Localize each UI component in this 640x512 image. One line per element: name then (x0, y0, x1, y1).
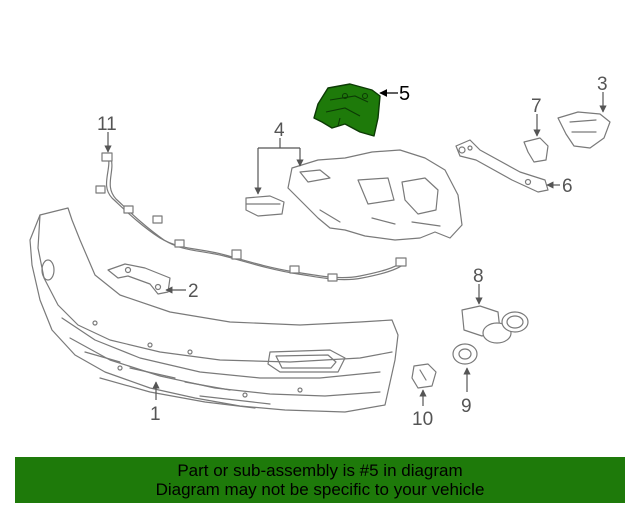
banner-line-disclaimer: Diagram may not be specific to your vehi… (155, 480, 485, 499)
callout-7: 7 (531, 96, 542, 117)
parts-diagram: 1 2 3 4 5 6 7 8 9 10 11 (29, 74, 611, 430)
clip-part-7 (523, 137, 549, 163)
callout-6: 6 (562, 176, 573, 197)
bumper-cover-part (29, 207, 399, 413)
bracket-part-2 (107, 263, 171, 295)
sensor-part-8 (461, 305, 529, 344)
callout-11: 11 (97, 114, 117, 135)
retainer-part-10 (411, 363, 437, 389)
callout-4: 4 (274, 120, 285, 141)
callout-8: 8 (473, 266, 484, 287)
grommet-part-9 (452, 343, 478, 365)
callout-9: 9 (461, 396, 472, 417)
callout-1: 1 (150, 404, 161, 425)
banner-line-part-number: Part or sub-assembly is #5 in diagram (177, 461, 463, 480)
callout-10: 10 (412, 409, 433, 430)
bracket-assembly-part-4 (245, 149, 463, 241)
info-banner: Part or sub-assembly is #5 in diagram Di… (15, 457, 625, 503)
highlighted-bracket-part-5 (313, 83, 381, 137)
wiring-harness-part (95, 152, 407, 282)
callout-5: 5 (399, 83, 410, 105)
leader-lines (104, 89, 607, 406)
corner-bracket-part-3 (557, 111, 611, 149)
callout-2: 2 (188, 281, 199, 302)
bar-bracket-part-6 (455, 139, 549, 193)
callout-3: 3 (597, 74, 608, 95)
